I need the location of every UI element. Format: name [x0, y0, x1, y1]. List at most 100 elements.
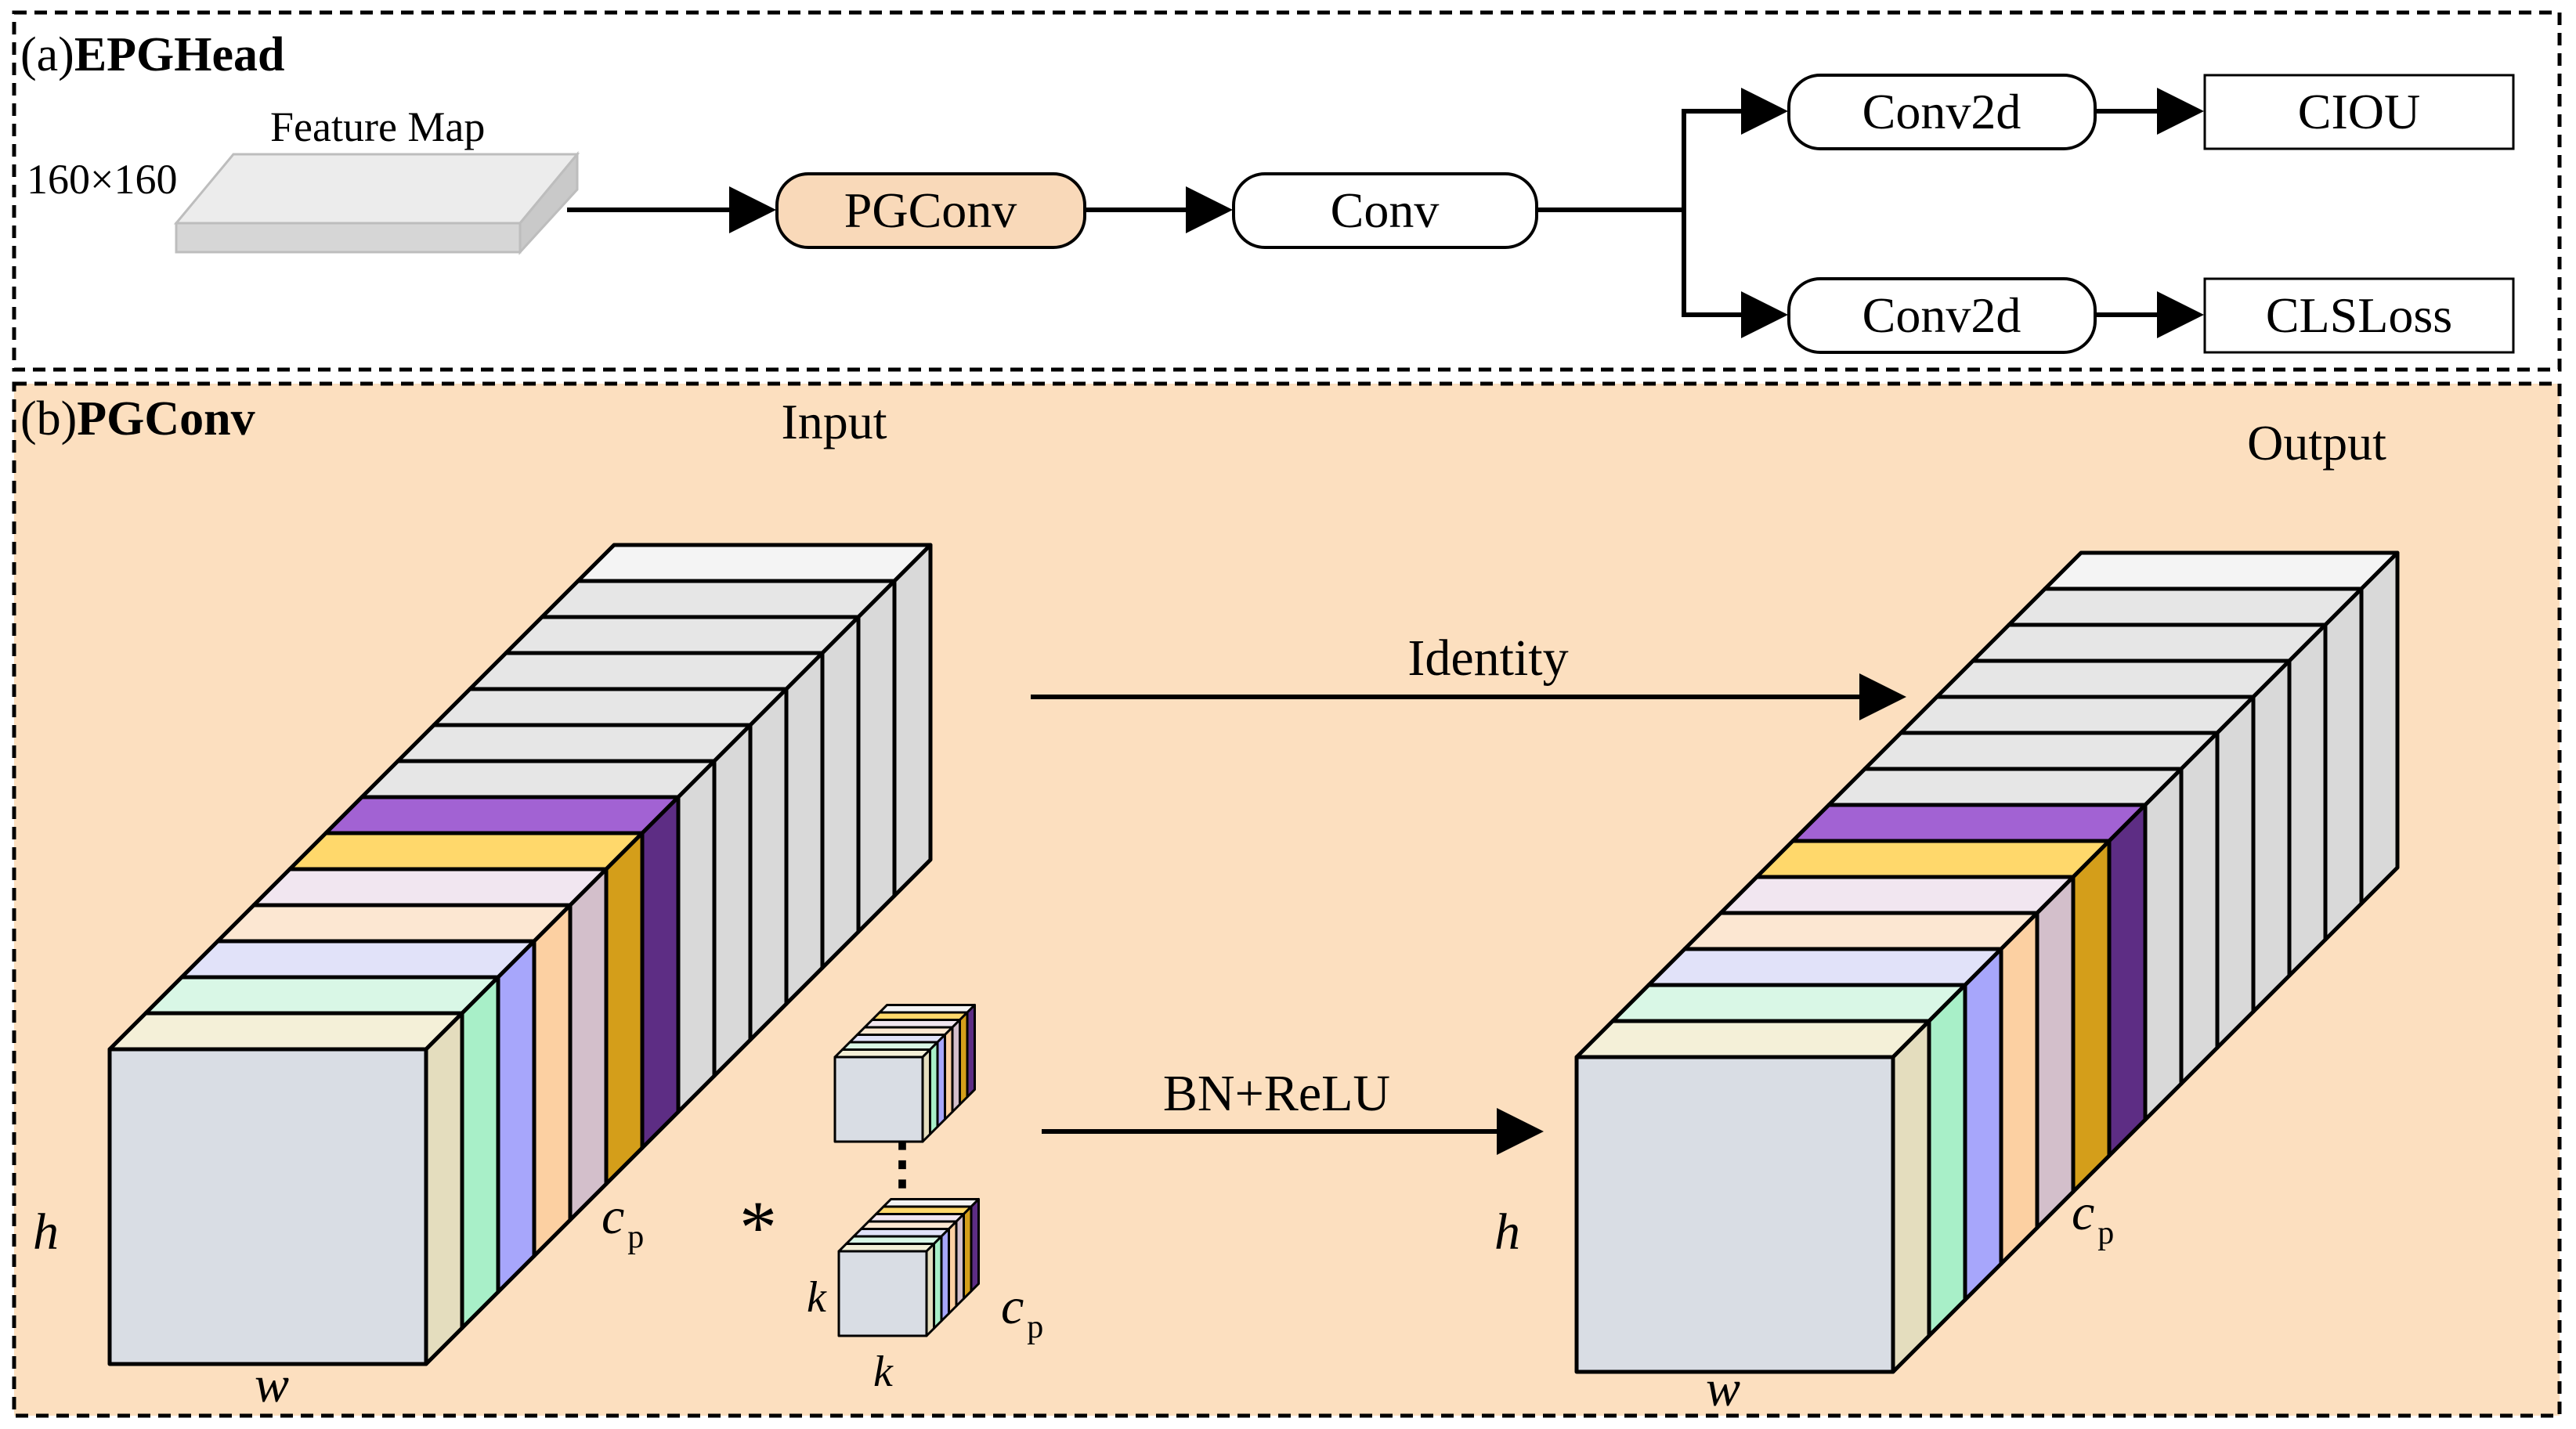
svg-text:PGConv: PGConv: [844, 182, 1017, 238]
tensor-slice-top: [179, 939, 537, 980]
tensor-front-face: [837, 1250, 928, 1337]
feature-map-label: Feature Map: [270, 103, 485, 150]
tensor-slice-top: [1610, 983, 1967, 1023]
tensor-slice-side: [712, 723, 753, 1078]
svg-text:CLSLoss: CLSLoss: [2266, 287, 2452, 343]
tensor-slice-side: [784, 651, 825, 1006]
tensor-slice-side: [748, 687, 789, 1042]
pgconv-node: PGConv: [775, 172, 1086, 249]
arrow-conv-branch: [1537, 88, 1788, 212]
tensor-slice-side: [568, 867, 609, 1222]
tensor-slice-top: [1718, 875, 2076, 915]
tensor-slice-top: [1826, 767, 2184, 807]
conv2d-top-node: Conv2d: [1787, 74, 2097, 150]
output-tensor: [1574, 550, 2400, 1374]
tensor-slice-top: [1646, 947, 2003, 987]
convolution-operator: *: [739, 1185, 777, 1269]
input-tensor: [107, 543, 933, 1366]
tensor-slice-side: [2107, 803, 2148, 1158]
output-label: Output: [2247, 415, 2386, 471]
svg-text:CIOU: CIOU: [2298, 84, 2420, 139]
tensor-slice-top: [468, 651, 825, 691]
tensor-slice-side: [460, 975, 500, 1330]
tensor-slice-side: [2251, 659, 2292, 1014]
tensor-slice-top: [2043, 550, 2400, 591]
input-dim-w: w: [255, 1356, 289, 1413]
tensor-front-face: [833, 1056, 924, 1143]
tensor-slice-top: [1754, 839, 2112, 879]
tensor-slice-side: [2071, 839, 2112, 1194]
kernel-ellipsis: ⋮: [874, 1132, 930, 1195]
tensor-slice-top: [2007, 586, 2364, 627]
tensor-slice-side: [532, 903, 573, 1258]
kernel-tensor-top: [833, 1004, 976, 1143]
kernel-dim-k-bottom: k: [873, 1348, 894, 1396]
tensor-slice-top: [1899, 695, 2256, 735]
svg-text:Conv: Conv: [1331, 182, 1440, 238]
conv-node: Conv: [1232, 172, 1538, 249]
tensor-slice-side: [496, 939, 537, 1294]
tensor-slice-side: [604, 831, 645, 1186]
output-dim-cp: cp: [2072, 1184, 2114, 1251]
tensor-slice-top: [396, 723, 753, 763]
tensor-slice-side: [2035, 875, 2076, 1230]
tensor-slice-top: [215, 903, 573, 944]
input-label: Input: [781, 394, 887, 449]
output-dim-h: h: [1494, 1203, 1520, 1261]
tensor-slice-side: [676, 759, 717, 1114]
ciou-node: CIOU: [2203, 74, 2515, 150]
tensor-slice-side: [640, 795, 681, 1150]
tensor-slice-top: [323, 795, 681, 835]
tensor-slice-side: [820, 615, 861, 970]
tensor-slice-top: [251, 867, 609, 908]
input-dim-h: h: [33, 1203, 59, 1261]
tensor-slice-top: [107, 1011, 464, 1052]
conv2d-bottom-node: Conv2d: [1787, 277, 2097, 354]
kernel-tensor-bottom: [837, 1198, 980, 1337]
tensor-front-face: [107, 1047, 428, 1366]
tensor-slice-top: [1682, 911, 2039, 951]
tensor-slice-top: [359, 759, 717, 799]
panel-a-title: (a)EPGHead: [20, 28, 285, 81]
tensor-slice-top: [1574, 1019, 1931, 1059]
tensor-slice-side: [2215, 695, 2256, 1050]
tensor-slice-side: [1999, 911, 2039, 1266]
panel-a-epghead: (a)EPGHead Feature Map 160×160 PGConv Co…: [12, 10, 2562, 372]
tensor-slice-side: [856, 579, 897, 934]
tensor-slice-top: [432, 687, 789, 727]
output-dim-w: w: [1706, 1360, 1740, 1417]
tensor-slice-side: [1927, 983, 1967, 1338]
tensor-slice-side: [892, 543, 933, 898]
tensor-slice-top: [1971, 622, 2328, 663]
input-dim-cp: cp: [602, 1188, 644, 1255]
tensor-slice-side: [2359, 550, 2400, 906]
tensor-slice-side: [1891, 1019, 1931, 1374]
feature-map-slab: [173, 150, 580, 255]
identity-label: Identity: [1407, 630, 1568, 687]
tensor-slice-side: [424, 1011, 464, 1366]
kernel-dim-k-side: k: [807, 1273, 827, 1322]
tensor-slice-top: [143, 975, 500, 1016]
tensor-slice-top: [1790, 803, 2148, 843]
kernel-dim-cp: cp: [1001, 1278, 1043, 1345]
tensor-slice-side: [2143, 767, 2184, 1122]
tensor-slice-top: [540, 579, 897, 619]
tensor-slice-side: [2287, 622, 2328, 978]
tensor-slice-top: [576, 543, 933, 583]
feature-map-size: 160×160: [27, 156, 177, 203]
tensor-slice-side: [2323, 586, 2364, 942]
tensor-front-face: [1574, 1055, 1895, 1374]
panel-b-pgconv: (b)PGConv Input Output Identity BN+ReLU …: [12, 381, 2562, 1418]
panel-b-title: (b)PGConv: [20, 392, 255, 446]
svg-text:Conv2d: Conv2d: [1862, 287, 2021, 343]
tensor-slice-side: [1963, 947, 2003, 1302]
svg-text:Conv2d: Conv2d: [1862, 84, 2021, 139]
tensor-slice-top: [504, 615, 861, 655]
tensor-slice-top: [1935, 659, 2292, 699]
tensor-slice-top: [1862, 731, 2220, 771]
arrow-conv-branch-lower: [1682, 210, 1788, 338]
tensor-slice-side: [2179, 731, 2220, 1086]
tensor-slice-top: [287, 831, 645, 871]
bn-relu-label: BN+ReLU: [1163, 1065, 1390, 1122]
clsloss-node: CLSLoss: [2203, 277, 2515, 354]
